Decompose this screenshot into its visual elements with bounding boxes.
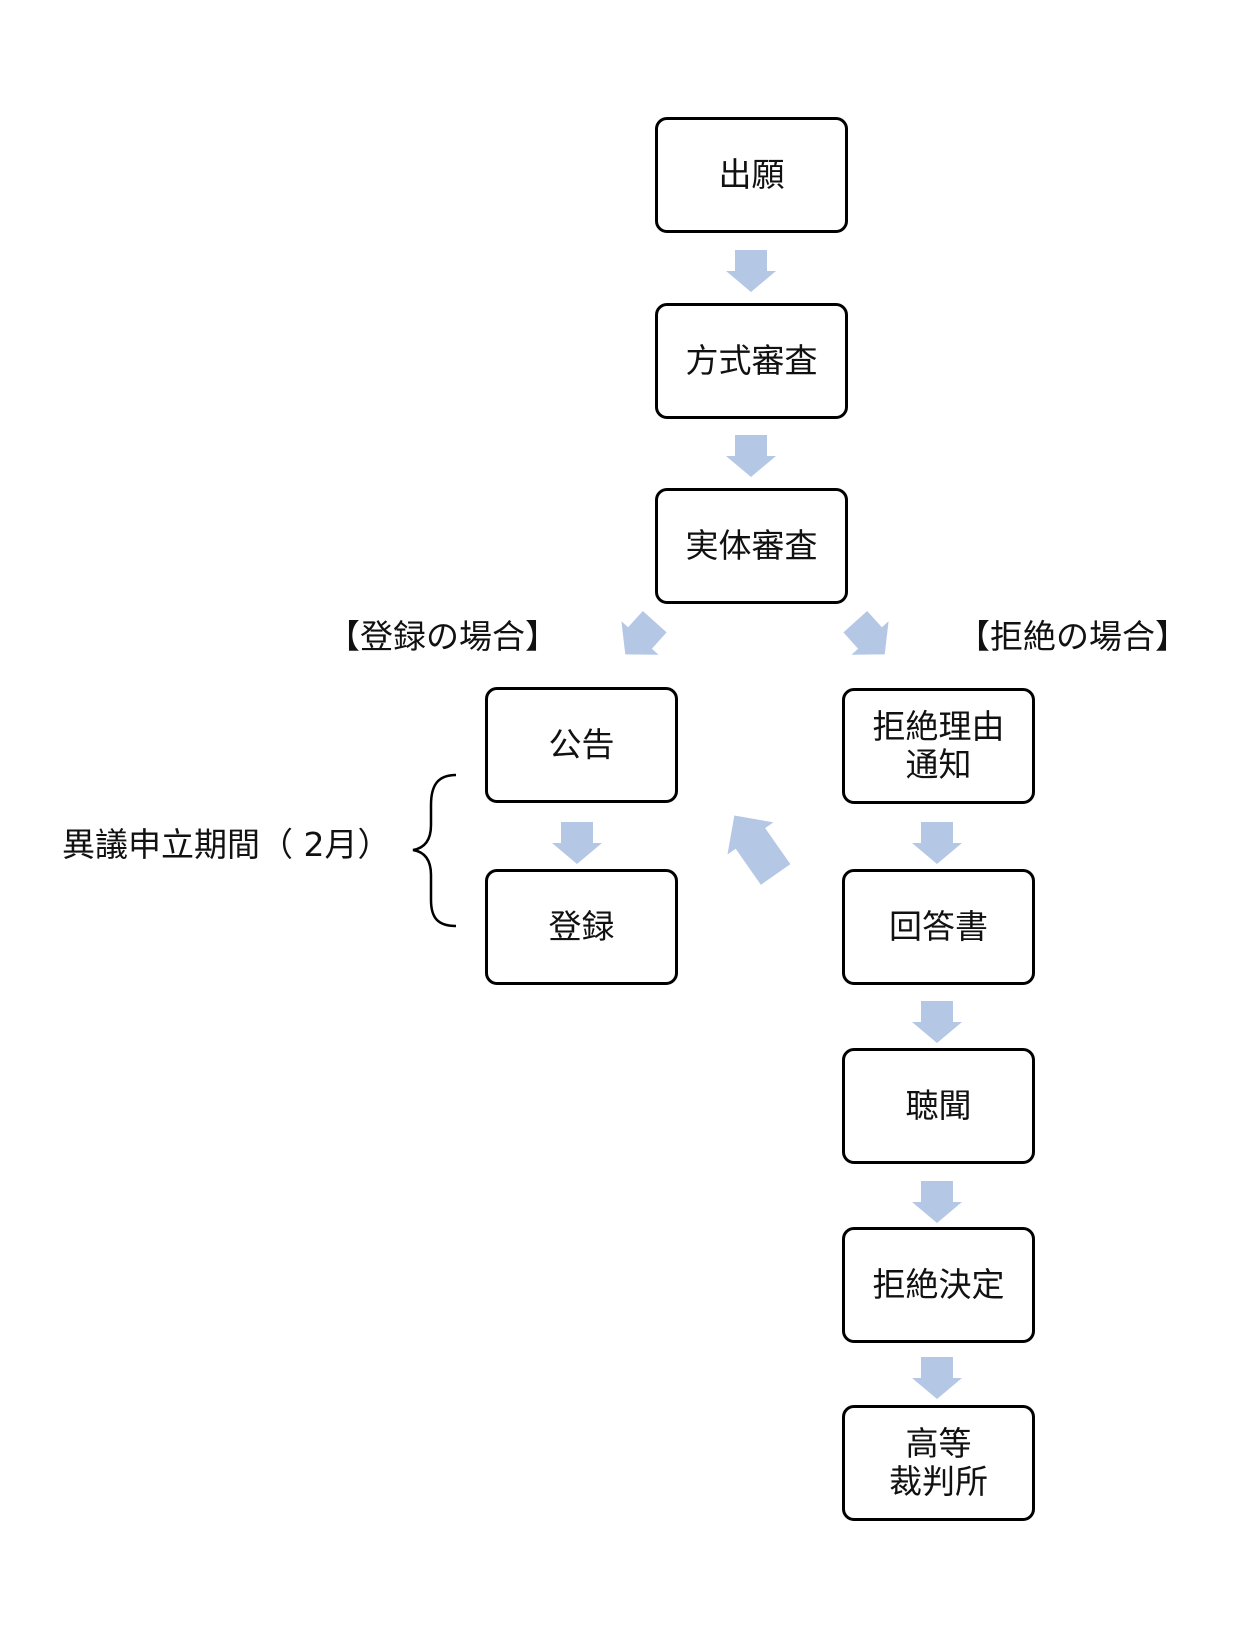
arrow-rejection-notice-to-response — [912, 822, 962, 864]
arrow-response-to-hearing — [912, 1001, 962, 1043]
opposition-period-label: 異議申立期間（ 2月） — [62, 825, 391, 864]
node-response: 回答書 — [842, 869, 1035, 985]
node-filing: 出願 — [655, 117, 848, 233]
arrow-substantive-to-rejection — [843, 610, 889, 655]
node-high-court: 高等 裁判所 — [842, 1405, 1035, 1521]
arrow-response-to-publication — [727, 815, 791, 885]
arrow-formality-to-substantive — [726, 435, 776, 477]
arrow-hearing-to-rejection-decision — [912, 1181, 962, 1223]
node-rejection-notice: 拒絶理由 通知 — [842, 688, 1035, 804]
node-hearing: 聴聞 — [842, 1048, 1035, 1164]
node-publication: 公告 — [485, 687, 678, 803]
arrow-rejection-decision-to-high-court — [912, 1357, 962, 1399]
arrow-substantive-to-publication — [621, 610, 667, 655]
opposition-period-brace — [412, 773, 457, 928]
node-substantive-exam: 実体審査 — [655, 488, 848, 604]
arrow-publication-to-registration — [552, 822, 602, 864]
node-rejection-decision: 拒絶決定 — [842, 1227, 1035, 1343]
node-formality-exam: 方式審査 — [655, 303, 848, 419]
registration-case-label: 【登録の場合】 — [327, 617, 558, 656]
arrow-filing-to-formality — [726, 250, 776, 292]
rejection-case-label: 【拒絶の場合】 — [957, 617, 1188, 656]
node-registration: 登録 — [485, 869, 678, 985]
